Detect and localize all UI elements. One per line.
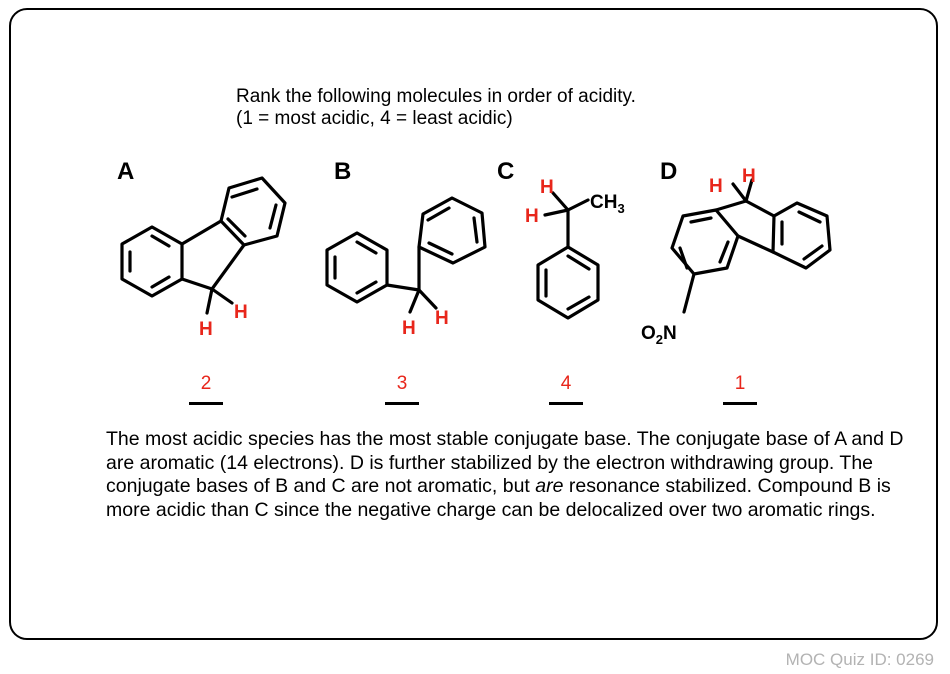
- question-line-2: (1 = most acidic, 4 = least acidic): [236, 108, 513, 129]
- question-text: Rank the following molecules in order of…: [236, 86, 636, 130]
- molecule-c-structure: [536, 191, 600, 320]
- molecule-label-c: C: [497, 158, 515, 185]
- answer-blank-b: [385, 402, 419, 405]
- molecule-d-structure: [670, 178, 832, 314]
- explanation-emphasis: are: [535, 475, 564, 497]
- molecule-d-hydrogen-2: H: [742, 166, 756, 187]
- answer-blank-c: [549, 402, 583, 405]
- nitro-oxygen: O: [641, 323, 656, 344]
- molecule-b-hydrogen-2: H: [435, 308, 449, 329]
- explanation-text: The most acidic species has the most sta…: [106, 428, 926, 522]
- answer-c: 4: [560, 373, 572, 394]
- answer-blank-a: [189, 402, 223, 405]
- nitro-nitrogen: N: [663, 323, 677, 344]
- explanation-paragraph: The most acidic species has the most sta…: [106, 428, 926, 522]
- nitro-subscript: 2: [656, 332, 663, 347]
- molecule-d-nitro-group: O2N: [641, 323, 677, 347]
- methyl-subscript: 3: [617, 201, 624, 216]
- answer-b: 3: [396, 373, 408, 394]
- explanation-part-1: The most acidic species has the most sta…: [106, 428, 904, 497]
- molecule-a-hydrogen-1: H: [199, 319, 213, 340]
- question-line-1: Rank the following molecules in order of…: [236, 86, 636, 107]
- molecule-a-hydrogen-2: H: [234, 302, 248, 323]
- methyl-ch: CH: [590, 192, 617, 213]
- answer-d: 1: [734, 373, 746, 394]
- molecule-label-a: A: [117, 158, 135, 185]
- molecule-c-methyl-group: CH3: [590, 192, 625, 216]
- molecule-b-structure: [325, 196, 487, 314]
- molecule-label-b: B: [334, 158, 352, 185]
- molecule-a-structure: [120, 176, 287, 315]
- answer-blank-d: [723, 402, 757, 405]
- molecule-c-hydrogen-2: H: [525, 206, 539, 227]
- quiz-card: [9, 8, 938, 640]
- molecule-d-hydrogen-1: H: [709, 176, 723, 197]
- molecule-label-d: D: [660, 158, 678, 185]
- molecule-b-hydrogen-1: H: [402, 318, 416, 339]
- quiz-id-footer: MOC Quiz ID: 0269: [785, 650, 934, 669]
- molecule-c-hydrogen-1: H: [540, 177, 554, 198]
- answer-a: 2: [200, 373, 212, 394]
- explanation-part-2: resonance stabilized. Compound B is more…: [106, 475, 891, 521]
